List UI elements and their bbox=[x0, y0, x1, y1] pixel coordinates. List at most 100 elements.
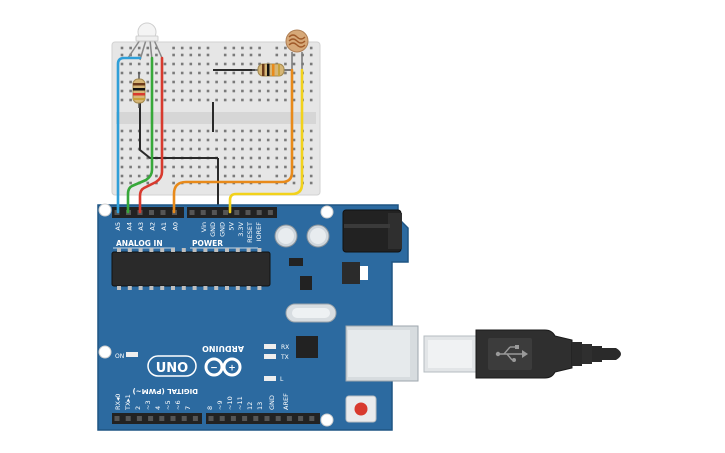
breadboard-hole bbox=[284, 156, 287, 160]
header-socket bbox=[275, 416, 281, 421]
header-socket bbox=[298, 416, 304, 421]
tx-label: TX bbox=[280, 354, 289, 361]
breadboard-hole bbox=[284, 138, 287, 142]
breadboard-hole bbox=[275, 147, 279, 151]
breadboard-hole bbox=[129, 71, 132, 75]
photoresistor[interactable] bbox=[285, 29, 309, 70]
status-leds bbox=[126, 344, 276, 381]
breadboard-hole bbox=[284, 46, 287, 50]
header-socket bbox=[230, 416, 236, 421]
breadboard-hole bbox=[146, 98, 150, 102]
breadboard-hole bbox=[172, 98, 175, 102]
power-header[interactable] bbox=[187, 207, 277, 218]
ic-pin bbox=[181, 286, 186, 290]
resistor-vertical[interactable] bbox=[132, 72, 146, 108]
breadboard-hole bbox=[146, 80, 150, 84]
ic-pin bbox=[257, 286, 262, 290]
breadboard-hole bbox=[198, 147, 201, 151]
breadboard-hole bbox=[232, 129, 236, 133]
breadboard-hole bbox=[241, 165, 244, 169]
breadboard-hole bbox=[309, 62, 313, 66]
mounting-holes bbox=[98, 203, 334, 427]
resistor-horizontal[interactable] bbox=[252, 63, 292, 77]
breadboard-hole bbox=[155, 129, 158, 133]
pin-label: ~3 bbox=[144, 400, 152, 410]
breadboard-hole bbox=[180, 89, 184, 93]
breadboard-hole bbox=[120, 156, 124, 160]
rgb-led[interactable] bbox=[127, 22, 163, 61]
breadboard-hole bbox=[206, 71, 210, 75]
breadboard-hole bbox=[198, 174, 201, 178]
breadboard-hole bbox=[137, 165, 141, 169]
breadboard-hole bbox=[275, 129, 279, 133]
breadboard-hole bbox=[172, 147, 175, 151]
breadboard-hole bbox=[180, 129, 184, 133]
breadboard-hole bbox=[120, 89, 124, 93]
pin-label: 7 bbox=[184, 406, 192, 410]
header-socket bbox=[286, 416, 292, 421]
usb-cable[interactable] bbox=[423, 329, 621, 379]
breadboard-hole bbox=[258, 46, 261, 50]
ic-pin bbox=[160, 286, 165, 290]
breadboard-hole bbox=[223, 165, 227, 169]
breadboard-hole bbox=[284, 89, 287, 93]
breadboard-hole bbox=[241, 147, 244, 151]
breadboard-hole bbox=[189, 129, 193, 133]
header-socket bbox=[309, 416, 315, 421]
breadboard-hole bbox=[120, 181, 124, 185]
header-socket bbox=[245, 210, 251, 215]
breadboard-hole bbox=[258, 62, 261, 66]
breadboard-hole bbox=[292, 53, 296, 57]
l-label: L bbox=[280, 376, 284, 383]
breadboard-hole bbox=[206, 174, 210, 178]
header-socket bbox=[192, 416, 198, 421]
breadboard-hole bbox=[275, 165, 279, 169]
wire-yellow bbox=[228, 68, 304, 214]
header-socket bbox=[234, 210, 240, 215]
breadboard-hole bbox=[309, 53, 313, 57]
breadboard-hole bbox=[120, 165, 124, 169]
analog-in-label: ANALOG IN bbox=[116, 239, 163, 248]
breadboard-hole bbox=[120, 71, 124, 75]
pin-label: RX◂0 bbox=[114, 394, 122, 410]
breadboard-hole bbox=[309, 129, 313, 133]
breadboard-hole bbox=[241, 138, 244, 142]
breadboard-hole bbox=[292, 80, 296, 84]
breadboard-hole bbox=[232, 165, 236, 169]
breadboard-hole bbox=[309, 80, 313, 84]
breadboard-hole bbox=[172, 89, 175, 93]
svg-text:−: − bbox=[210, 364, 218, 374]
breadboard-hole bbox=[249, 174, 253, 178]
breadboard-hole bbox=[223, 80, 227, 84]
ic-pin bbox=[225, 248, 229, 252]
digital-header[interactable] bbox=[112, 413, 320, 424]
reset-button[interactable] bbox=[345, 395, 377, 423]
svg-text:+: + bbox=[228, 364, 236, 374]
ic-pin bbox=[181, 248, 186, 252]
breadboard-hole bbox=[129, 147, 132, 151]
breadboard-hole bbox=[189, 53, 193, 57]
pin-label: A3 bbox=[137, 222, 145, 231]
digital-label: DIGITAL (PWM~) bbox=[133, 387, 198, 395]
breadboard-hole bbox=[120, 174, 124, 178]
breadboard-hole bbox=[215, 71, 218, 75]
ic-pin bbox=[235, 286, 240, 290]
breadboard-hole bbox=[249, 62, 253, 66]
pin-label: ~5 bbox=[164, 400, 172, 410]
breadboard-hole bbox=[241, 129, 244, 133]
breadboard-hole bbox=[232, 53, 236, 57]
breadboard-hole bbox=[258, 80, 261, 84]
usb-port[interactable] bbox=[345, 325, 419, 382]
breadboard-hole bbox=[249, 46, 253, 50]
power-label: POWER bbox=[192, 239, 223, 248]
power-jack[interactable] bbox=[342, 209, 402, 253]
breadboard[interactable] bbox=[111, 41, 321, 196]
breadboard-hole bbox=[180, 71, 184, 75]
breadboard-hole bbox=[266, 129, 270, 133]
ic-pin bbox=[149, 286, 154, 290]
breadboard-hole bbox=[215, 147, 218, 151]
ic-pin bbox=[127, 248, 132, 252]
breadboard-hole bbox=[172, 53, 175, 57]
breadboard-hole bbox=[189, 147, 193, 151]
